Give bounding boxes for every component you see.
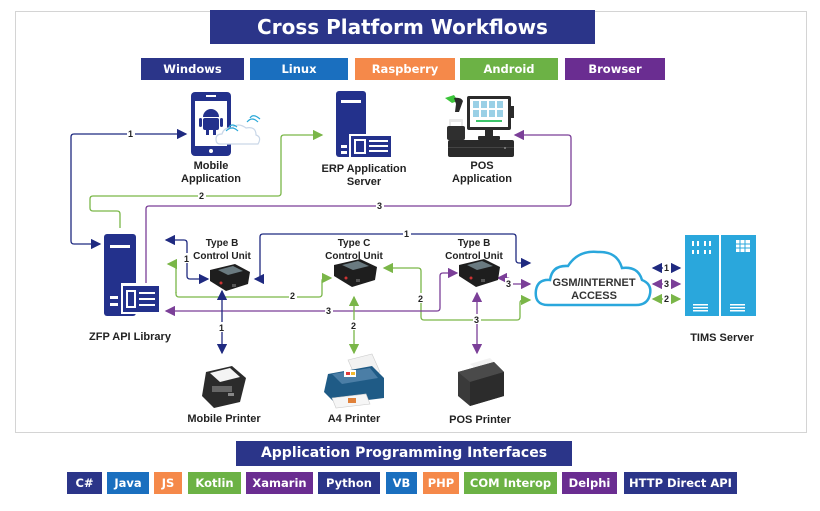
label-2: 2 [664,294,669,304]
control-unit-right-label: Type B Control Unit [445,238,503,262]
label-3: 3 [664,279,669,289]
android-icon [199,109,223,135]
tims-server-icon [685,235,756,316]
platform-tag-browser: Browser [565,58,665,80]
pos-app-label: POS Application [452,160,512,185]
api-tag-java: Java [107,472,149,494]
api-tag-delphi: Delphi [562,472,617,494]
platform-tag-raspberry: Raspberry [355,58,455,80]
mobile-printer-icon [202,366,246,408]
zfp-server-icon [104,234,161,316]
api-tag-vb: VB [386,472,417,494]
label-3: 3 [506,279,511,289]
wire-2-zfp-erp [89,129,324,228]
api-tag-csharp: C# [67,472,102,494]
label-3: 3 [474,315,479,325]
platform-tag-android: Android [460,58,558,80]
pos-terminal-icon [445,95,514,157]
api-tag-js: JS [154,472,182,494]
pos-printer-label: POS Printer [449,414,511,426]
api-tag-python: Python [318,472,380,494]
cloud-label-line1: GSM/INTERNET [552,277,635,289]
control-unit-right-icon [459,259,500,287]
wire-3-cuB-cloud [496,272,532,290]
a4-printer-label: A4 Printer [327,413,381,425]
control-unit-left-label: Type B Control Unit [193,238,251,262]
wire-3-zfp-pos [145,129,572,286]
api-tag-xamarin: Xamarin [246,472,313,494]
platform-tag-linux: Linux [250,58,348,80]
page-title: Cross Platform Workflows [210,10,595,44]
label-3: 3 [377,201,382,211]
control-unit-left-icon [210,264,250,291]
mobile-phone-icon [191,92,261,156]
control-unit-type-c-label: Type C Control Unit [325,238,383,262]
label-1: 1 [664,263,669,273]
pos-printer-icon [458,358,504,406]
label-1: 1 [404,229,409,239]
wire-3-zfp-cuB [164,267,459,317]
erp-server-label: ERP Application Server [321,163,407,188]
label-2: 2 [351,321,356,331]
label-2: 2 [418,294,423,304]
api-tag-http-direct-api: HTTP Direct API [624,472,737,494]
label-3: 3 [326,306,331,316]
tims-server-label: TIMS Server [690,332,754,344]
wire-1-zfp-mobile [70,128,188,250]
api-section-title: Application Programming Interfaces [236,441,572,466]
label-2: 2 [199,191,204,201]
label-1: 1 [128,129,133,139]
cloud-wifi-icon [215,115,261,145]
mobile-printer-label: Mobile Printer [187,413,261,425]
api-tag-kotlin: Kotlin [188,472,241,494]
platform-tag-windows: Windows [141,58,244,80]
label-1: 1 [184,254,189,264]
api-tag-php: PHP [423,472,459,494]
mobile-app-label: Mobile Application [181,160,241,185]
label-1: 1 [219,323,224,333]
cloud-label-line2: ACCESS [571,290,617,302]
control-unit-type-c-icon [334,259,377,287]
label-2: 2 [290,291,295,301]
a4-printer-icon [324,353,384,409]
api-tag-com-interop: COM Interop [464,472,557,494]
zfp-api-library-label: ZFP API Library [89,331,171,343]
erp-server-icon [336,91,393,159]
wire-2-cuC-cloud [382,262,532,321]
gsm-internet-cloud-icon: GSM/INTERNET ACCESS [534,250,652,307]
wire-2-zfp-cuC [175,272,333,298]
